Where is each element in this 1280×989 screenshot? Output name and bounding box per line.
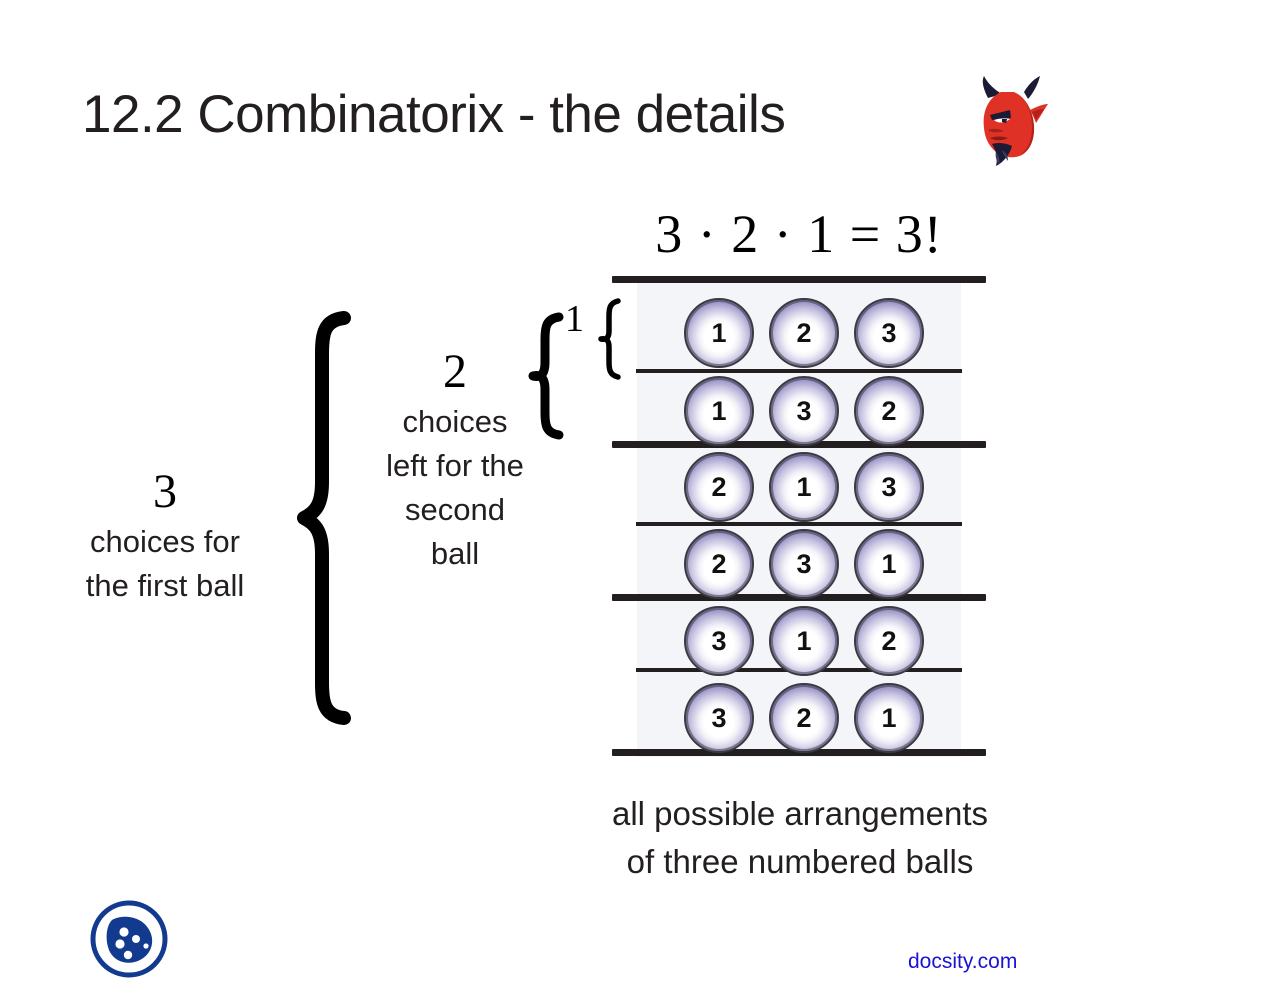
ball: 1	[854, 529, 924, 599]
annotation-second-number: 2	[443, 345, 467, 398]
annotation-second-ball: 2 choices left for the second ball	[355, 348, 555, 576]
table-row: 2 1 3	[684, 452, 924, 522]
table-rule-inner-2	[636, 522, 962, 526]
annotation-first-ball: 3 choices for the first ball	[60, 468, 270, 608]
annotation-second-line4: ball	[430, 536, 480, 572]
annotation-second-line1: choices	[402, 404, 508, 439]
annotation-first-number: 3	[153, 465, 177, 518]
annotation-second-line3: second	[405, 492, 505, 528]
table-rule-inner-1	[636, 369, 962, 373]
ball-label: 3	[796, 395, 812, 426]
watermark-docsity: docsity.com	[908, 950, 1018, 973]
ball: 2	[854, 376, 924, 446]
table-caption: all possible arrangements of three numbe…	[575, 790, 1025, 886]
ball: 3	[684, 683, 754, 753]
table-row: 3 1 2	[684, 606, 924, 676]
annotation-third-ball: 1	[540, 300, 584, 338]
ball: 2	[684, 529, 754, 599]
ball-label: 2	[796, 702, 812, 733]
ball-label: 3	[881, 317, 897, 348]
table-row: 3 2 1	[684, 683, 924, 753]
ball: 1	[684, 298, 754, 368]
ball-label: 1	[881, 548, 897, 579]
ball-label: 3	[711, 625, 727, 656]
brace-third-ball	[598, 298, 621, 380]
ball-label: 3	[881, 471, 897, 502]
docsity-cookie-logo	[90, 900, 168, 978]
ball: 1	[684, 376, 754, 446]
ball-label: 3	[711, 702, 727, 733]
ball: 3	[684, 606, 754, 676]
ball: 2	[684, 452, 754, 522]
ball: 3	[854, 452, 924, 522]
ball-label: 1	[796, 471, 812, 502]
table-row: 1 3 2	[684, 376, 924, 446]
ball: 3	[854, 298, 924, 368]
annotation-first-line2: the first ball	[85, 568, 245, 604]
ball-label: 1	[796, 625, 812, 656]
annotation-first-line1: choices for	[90, 524, 240, 559]
ball: 1	[854, 683, 924, 753]
table-row: 2 3 1	[684, 529, 924, 599]
ball: 2	[769, 683, 839, 753]
brace-second-ball	[528, 312, 564, 440]
ball-label: 2	[711, 548, 727, 579]
devil-head-icon	[982, 76, 1048, 166]
ball-label: 2	[796, 317, 812, 348]
annotation-second-line2: left for the	[386, 448, 524, 484]
caption-line-1: all possible arrangements	[611, 795, 989, 832]
ball-label: 1	[711, 317, 727, 348]
page-title: 12.2 Combinatorix - the details	[82, 85, 786, 144]
ball: 3	[769, 529, 839, 599]
ball-label: 1	[711, 395, 727, 426]
table-row: 1 2 3	[684, 298, 924, 368]
annotation-third-number: 1	[565, 298, 584, 340]
ball-label: 2	[881, 395, 897, 426]
ball: 2	[854, 606, 924, 676]
ball: 1	[769, 606, 839, 676]
ball: 2	[769, 298, 839, 368]
factorial-formula: 3 · 2 · 1 = 3!	[655, 204, 943, 264]
ball: 3	[769, 376, 839, 446]
ball: 1	[769, 452, 839, 522]
ball-label: 1	[881, 702, 897, 733]
brace-first-ball	[297, 311, 351, 725]
arrangements-table: 1 2 3 1 3 2 2 1 3 2 3 1 3 1 2 3 2 1	[612, 276, 986, 763]
ball-label: 2	[881, 625, 897, 656]
caption-line-2: of three numbered balls	[626, 842, 974, 880]
ball-label: 3	[796, 548, 812, 579]
table-rule-top	[612, 276, 986, 283]
ball-label: 2	[711, 471, 727, 502]
